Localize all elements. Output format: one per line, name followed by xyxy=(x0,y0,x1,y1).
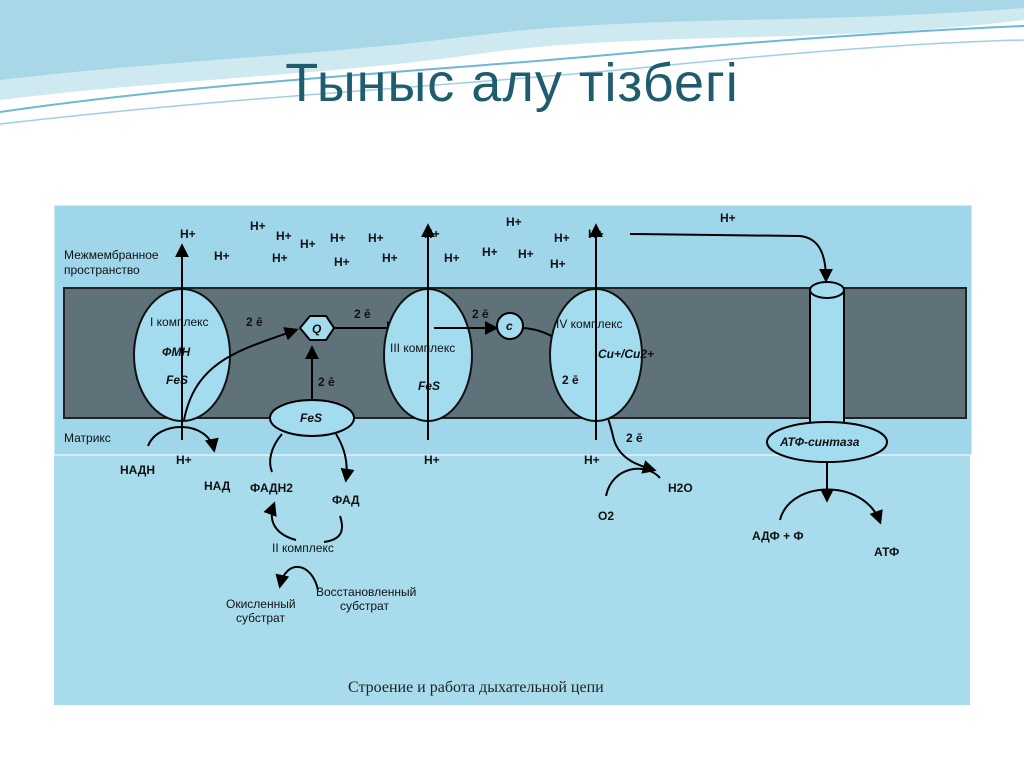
h-plus: H+ xyxy=(300,237,316,251)
h-plus: H+ xyxy=(330,231,346,245)
h-plus: H+ xyxy=(444,251,460,265)
h-plus: H+ xyxy=(482,245,498,259)
reduced-substrate-1: Восстановленный xyxy=(316,585,416,599)
q-label: Q xyxy=(312,322,322,336)
h-plus: H+ xyxy=(214,249,230,263)
h-plus: H+ xyxy=(176,453,192,467)
h-plus: H+ xyxy=(550,257,566,271)
oxidized-substrate-1: Окисленный xyxy=(226,597,296,611)
atp-synthase-channel xyxy=(810,290,844,430)
complex-1-label: I комплекс xyxy=(150,315,209,329)
two-e-4: 2 ē xyxy=(472,307,489,321)
complex-1-fmn: ФМН xyxy=(162,345,191,359)
h-plus: H+ xyxy=(554,231,570,245)
h-plus: H+ xyxy=(180,227,196,241)
complex-3-fes: FeS xyxy=(418,379,440,393)
atp-synthase-label: АТФ-синтаза xyxy=(779,435,860,449)
oxidized-substrate-2: субстрат xyxy=(236,611,285,625)
h-plus: H+ xyxy=(368,231,384,245)
intermembrane-label-1: Межмембранное xyxy=(64,248,159,262)
h-plus: H+ xyxy=(424,453,440,467)
cytochrome-c-label: c xyxy=(506,319,513,333)
adp-p-label: АДФ + Ф xyxy=(752,529,804,543)
o2-label: O2 xyxy=(598,509,614,523)
intermembrane-label-2: пространство xyxy=(64,263,140,277)
h-plus: H+ xyxy=(584,453,600,467)
h-plus: H+ xyxy=(334,255,350,269)
fadh2-label: ФАДН2 xyxy=(250,481,293,495)
copper-label: Cu+/Cu2+ xyxy=(598,347,654,361)
h-plus: H+ xyxy=(276,229,292,243)
complex-3-label: III комплекс xyxy=(390,341,455,355)
atp-synthase-top xyxy=(810,282,844,298)
complex-2-fes-label: FeS xyxy=(300,411,322,425)
h-plus: H+ xyxy=(424,227,440,241)
h2o-label: H2O xyxy=(668,481,693,495)
complex-4-label: IV комплекс xyxy=(556,317,623,331)
atp-label: АТФ xyxy=(874,545,899,559)
matrix-label: Матрикс xyxy=(64,431,111,445)
nadh-label: НАДН xyxy=(120,463,155,477)
h-plus: H+ xyxy=(506,215,522,229)
two-e-6: 2 ē xyxy=(626,431,643,445)
two-e-3: 2 ē xyxy=(318,375,335,389)
nad-label: НАД xyxy=(204,479,231,493)
two-e-5: 2 ē xyxy=(562,373,579,387)
fad-label: ФАД xyxy=(332,493,360,507)
h-plus: H+ xyxy=(518,247,534,261)
diagram-caption: Строение и работа дыхательной цепи xyxy=(348,679,604,696)
h-plus: H+ xyxy=(250,219,266,233)
two-e-2: 2 ē xyxy=(354,307,371,321)
two-e-1: 2 ē xyxy=(246,315,263,329)
complex-2-label: II комплекс xyxy=(272,541,334,555)
h-plus: H+ xyxy=(382,251,398,265)
h-plus: H+ xyxy=(272,251,288,265)
reduced-substrate-2: субстрат xyxy=(340,599,389,613)
h-plus: H+ xyxy=(720,211,736,225)
complex-1-fes: FeS xyxy=(166,373,188,387)
